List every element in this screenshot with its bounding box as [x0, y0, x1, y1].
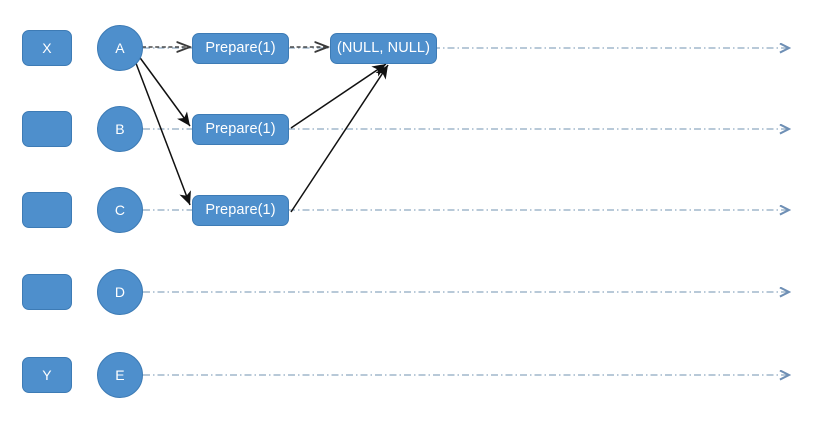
- actor-circle-b-label: B: [115, 121, 125, 137]
- message-box-prepare-c-label: Prepare(1): [205, 202, 276, 219]
- lifeline-box-x-label: X: [42, 40, 52, 56]
- message-box-prepare-c[interactable]: Prepare(1): [192, 195, 289, 226]
- actor-circle-e[interactable]: E: [97, 352, 143, 398]
- edge-prepare-c-to-null: [290, 64, 389, 213]
- actor-circle-d-label: D: [114, 284, 126, 300]
- message-box-null-null-label: (NULL, NULL): [336, 40, 431, 57]
- message-box-prepare-b[interactable]: Prepare(1): [192, 114, 289, 145]
- lifeline-box-y[interactable]: Y: [22, 357, 72, 393]
- actor-circle-c[interactable]: C: [97, 187, 143, 233]
- lifeline-box-row-3[interactable]: [22, 192, 72, 228]
- message-box-prepare-b-label: Prepare(1): [205, 121, 276, 138]
- actor-circle-e-label: E: [115, 367, 125, 383]
- edge-prepare-b-to-null: [290, 63, 387, 129]
- message-box-null-null[interactable]: (NULL, NULL): [330, 33, 437, 64]
- actor-circle-a-label: A: [115, 40, 125, 56]
- actor-circle-a[interactable]: A: [97, 25, 143, 71]
- lifeline-box-row-2[interactable]: [22, 111, 72, 147]
- message-box-prepare-a[interactable]: Prepare(1): [192, 33, 289, 64]
- message-box-prepare-a-label: Prepare(1): [205, 40, 276, 57]
- actor-circle-d[interactable]: D: [97, 269, 143, 315]
- lifeline-box-y-label: Y: [42, 367, 52, 383]
- actor-circle-c-label: C: [114, 202, 126, 218]
- actor-circle-b[interactable]: B: [97, 106, 143, 152]
- edge-a-to-prepare-b: [137, 54, 191, 127]
- lifeline-box-x[interactable]: X: [22, 30, 72, 66]
- lifeline-box-row-4[interactable]: [22, 274, 72, 310]
